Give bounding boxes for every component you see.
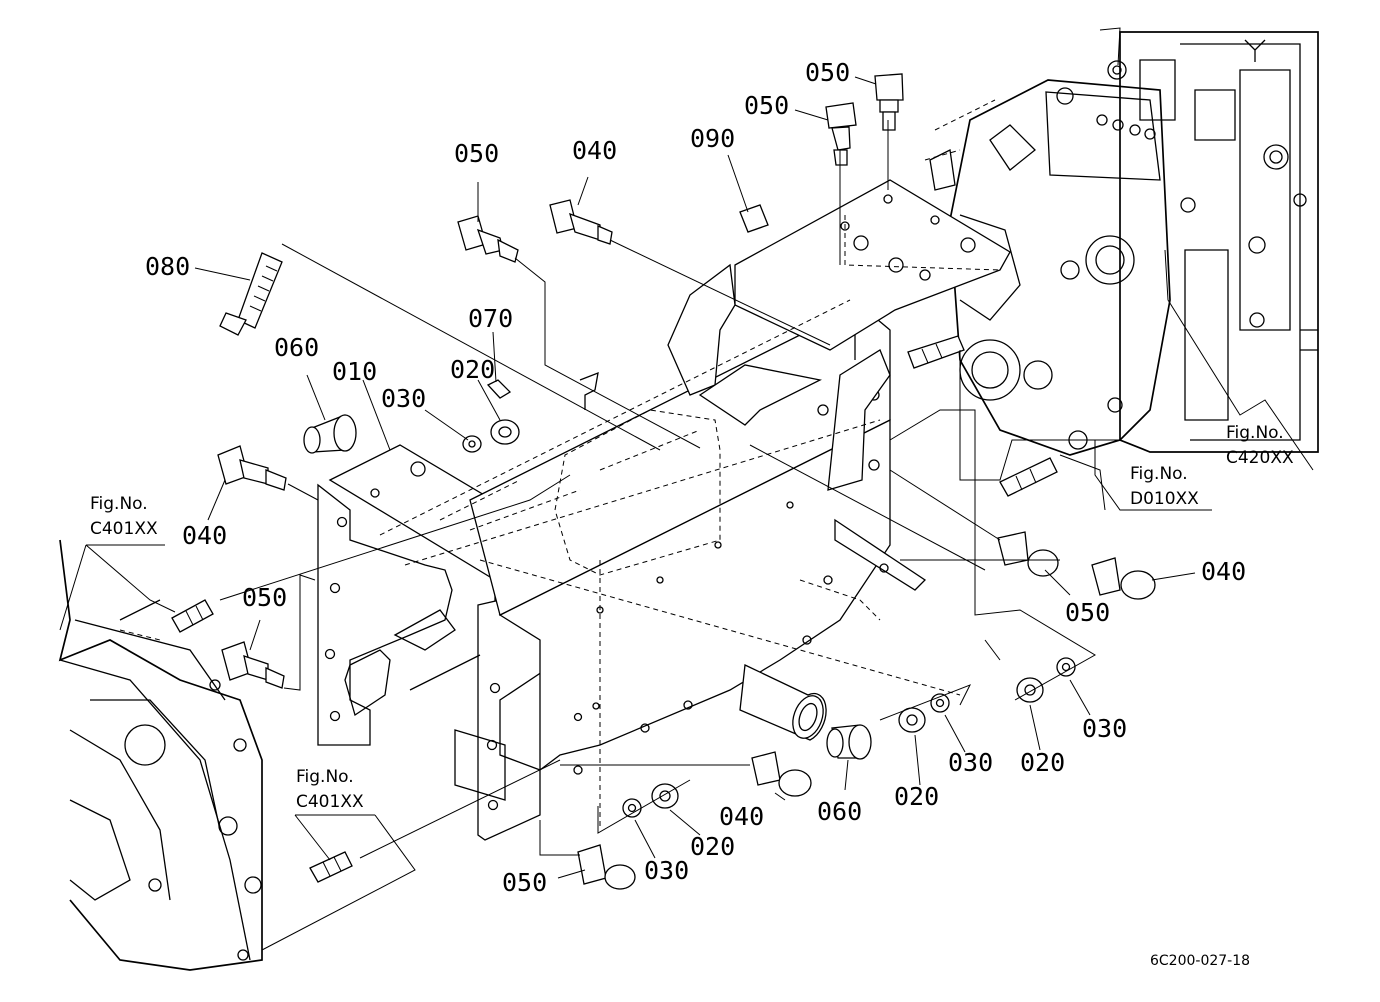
callout-030-b1: 030 [948, 748, 994, 777]
fig-ref-c401-upper-line1: Fig.No. [90, 494, 148, 514]
fasteners [171, 73, 1156, 890]
callout-070: 070 [468, 304, 514, 333]
callout-030-left: 030 [381, 384, 427, 413]
callout-040-bottom: 040 [719, 802, 765, 831]
fig-ref-c420-line1: Fig.No. [1226, 423, 1284, 443]
fig-ref-d010[interactable]: Fig.No. D010XX [1130, 464, 1199, 510]
callout-040-right: 040 [1201, 557, 1247, 586]
callout-040-upper: 040 [572, 136, 618, 165]
callout-080: 080 [145, 252, 191, 281]
fig-ref-d010-line2: D010XX [1130, 489, 1199, 509]
callout-020-b3: 020 [690, 832, 736, 861]
drawing-code: 6C200-027-18 [1150, 953, 1251, 969]
engine-housing [58, 539, 263, 971]
callout-060-left: 060 [274, 333, 320, 362]
leader-lines [59, 27, 1314, 951]
callout-020-b1: 020 [894, 782, 940, 811]
fig-ref-c401-lower[interactable]: Fig.No. C401XX [296, 767, 364, 813]
callout-090: 090 [690, 124, 736, 153]
callout-050-top-left: 050 [744, 91, 790, 120]
fig-ref-c401-lower-line2: C401XX [296, 792, 364, 812]
fig-ref-c401-upper[interactable]: Fig.No. C401XX [90, 494, 158, 540]
callout-060-bottom: 060 [817, 797, 863, 826]
callout-040-left: 040 [182, 521, 228, 550]
fig-ref-c420-line2: C420XX [1226, 448, 1294, 468]
callout-030-b2: 030 [1082, 714, 1128, 743]
callout-050-top-right: 050 [805, 58, 851, 87]
callout-020-left: 020 [450, 355, 496, 384]
fig-ref-c420[interactable]: Fig.No. C420XX [1226, 423, 1294, 469]
callout-050-left: 050 [242, 583, 288, 612]
callout-050-right: 050 [1065, 598, 1111, 627]
callout-010: 010 [332, 357, 378, 386]
tube-and-bushings [303, 414, 872, 760]
callout-020-b2: 020 [1020, 748, 1066, 777]
fig-ref-d010-line1: Fig.No. [1130, 464, 1188, 484]
fig-ref-c401-lower-line1: Fig.No. [296, 767, 354, 787]
callout-050-upper: 050 [454, 139, 500, 168]
callout-050-bottom: 050 [502, 868, 548, 897]
fig-ref-c401-upper-line2: C401XX [90, 519, 158, 539]
main-bracket-frame [317, 179, 1011, 841]
callout-030-b3: 030 [644, 856, 690, 885]
